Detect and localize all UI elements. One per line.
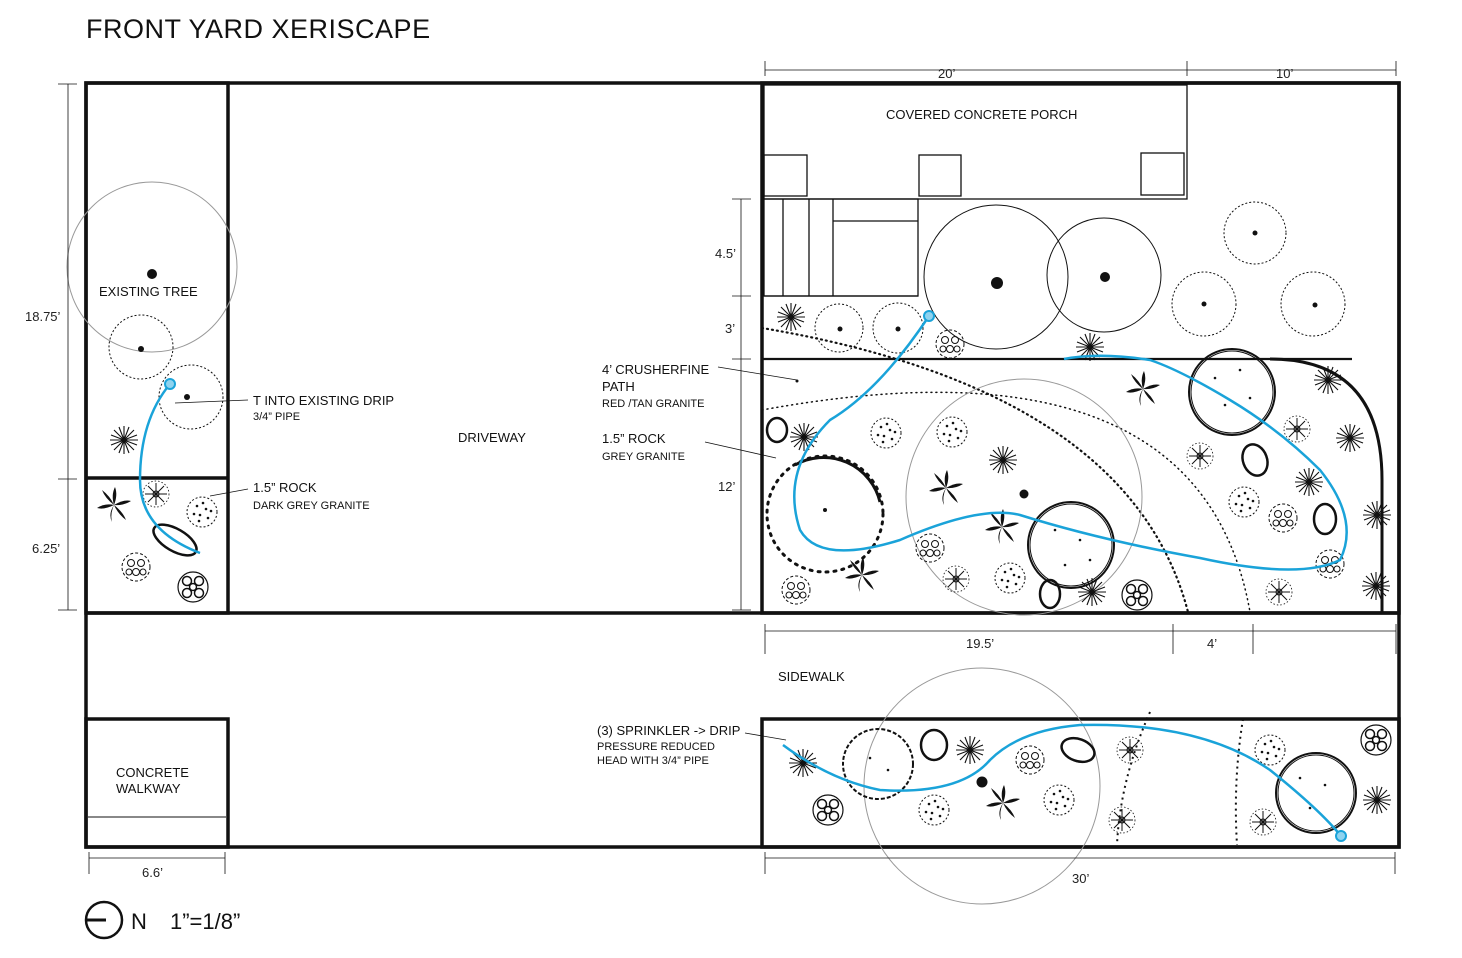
dim-3: 3’ — [725, 321, 735, 336]
sprinkler-callout-sub-1: PRESSURE REDUCED — [597, 741, 715, 753]
driveway-label: DRIVEWAY — [458, 430, 526, 445]
dim-30: 30’ — [1072, 871, 1089, 886]
sprinkler-callout: (3) SPRINKLER -> DRIP — [597, 723, 740, 738]
drip-callout-sub: 3/4” PIPE — [253, 411, 300, 423]
dim-top-20: 20’ — [938, 66, 955, 81]
existing-tree-label: EXISTING TREE — [99, 284, 198, 299]
rock-grey-callout-sub: GREY GRANITE — [602, 451, 685, 463]
dim-6-6: 6.6’ — [142, 865, 163, 880]
path-callout-2: PATH — [602, 379, 635, 394]
page-title: FRONT YARD XERISCAPE — [86, 14, 431, 44]
rock-dark-callout-sub: DARK GREY GRANITE — [253, 500, 370, 512]
north-arrow-icon — [84, 900, 124, 940]
porch-label: COVERED CONCRETE PORCH — [886, 107, 1077, 122]
path-callout-1: 4’ CRUSHERFINE — [602, 362, 709, 377]
porch — [763, 84, 1188, 297]
rock-grey-callout: 1.5” ROCK — [602, 431, 666, 446]
walkway-label-2: WALKWAY — [116, 781, 181, 796]
sidewalk-label: SIDEWALK — [778, 669, 845, 684]
existing-tree-canopy — [66, 181, 238, 353]
rock-bed-edge — [761, 391, 1251, 613]
path-callout-sub: RED /TAN GRANITE — [602, 398, 704, 410]
left-planting-bed — [84, 81, 230, 615]
scale-label: 1”=1/8” — [170, 909, 240, 934]
dim-12: 12’ — [718, 479, 735, 494]
dim-top-10: 10’ — [1276, 66, 1293, 81]
north-label: N — [131, 909, 147, 934]
dim-left-18-75: 18.75’ — [25, 309, 61, 324]
property-boundary — [84, 81, 1401, 849]
tree-canopy-center — [905, 378, 1143, 616]
crusherfine-path-edge — [760, 326, 1190, 614]
drip-lines — [138, 315, 1348, 837]
parkway-strip — [760, 717, 1401, 849]
drip-tap-parkway — [1335, 830, 1347, 842]
walkway-label-1: CONCRETE — [116, 765, 189, 780]
rock-dark-callout: 1.5” ROCK — [253, 480, 317, 495]
concrete-walkway — [84, 717, 230, 849]
dim-4: 4’ — [1207, 636, 1217, 651]
drip-tap-left — [164, 378, 176, 390]
dim-left-6-25: 6.25’ — [32, 541, 60, 556]
dim-19-5: 19.5’ — [966, 636, 994, 651]
drip-tap-porch — [923, 310, 935, 322]
sprinkler-callout-sub-2: HEAD WITH 3/4” PIPE — [597, 755, 709, 767]
front-planting-bed — [760, 81, 1401, 615]
drip-callout: T INTO EXISTING DRIP — [253, 393, 394, 408]
dim-4-5: 4.5’ — [715, 246, 736, 261]
